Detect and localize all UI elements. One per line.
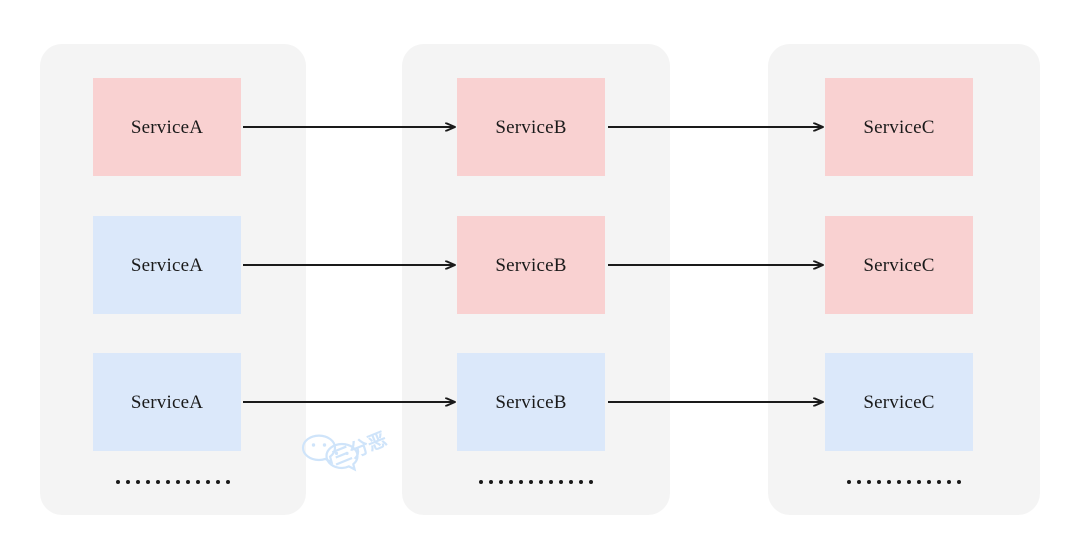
ellipsis-dot bbox=[136, 480, 140, 484]
ellipsis-dot bbox=[887, 480, 891, 484]
wechat-icon bbox=[301, 434, 359, 472]
ellipsis-dot bbox=[897, 480, 901, 484]
watermark-text: 三分恶 bbox=[329, 428, 390, 470]
service-node-b-1[interactable]: ServiceB bbox=[457, 216, 605, 314]
service-node-label: ServiceB bbox=[495, 254, 567, 276]
service-node-b-0[interactable]: ServiceB bbox=[457, 78, 605, 176]
service-node-label: ServiceA bbox=[130, 116, 204, 138]
service-node-label: ServiceB bbox=[495, 116, 567, 138]
ellipsis-dot bbox=[519, 480, 523, 484]
ellipsis-dot bbox=[186, 480, 190, 484]
service-node-c-1[interactable]: ServiceC bbox=[825, 216, 973, 314]
service-node-label: ServiceC bbox=[863, 116, 935, 138]
service-node-c-2[interactable]: ServiceC bbox=[825, 353, 973, 451]
ellipsis-group-a bbox=[40, 470, 306, 494]
ellipsis-dot bbox=[549, 480, 553, 484]
ellipsis-dot bbox=[579, 480, 583, 484]
service-node-a-0[interactable]: ServiceA bbox=[93, 78, 241, 176]
ellipsis-dot bbox=[957, 480, 961, 484]
ellipsis-dot bbox=[156, 480, 160, 484]
ellipsis-group-b bbox=[402, 470, 670, 494]
ellipsis-dot bbox=[559, 480, 563, 484]
ellipsis-dot bbox=[947, 480, 951, 484]
ellipsis-dot bbox=[529, 480, 533, 484]
ellipsis-dot bbox=[569, 480, 573, 484]
ellipsis-dot bbox=[857, 480, 861, 484]
ellipsis-dot bbox=[937, 480, 941, 484]
ellipsis-dot bbox=[917, 480, 921, 484]
ellipsis-dot bbox=[499, 480, 503, 484]
service-node-b-2[interactable]: ServiceB bbox=[457, 353, 605, 451]
service-node-label: ServiceA bbox=[130, 391, 204, 413]
ellipsis-dot bbox=[867, 480, 871, 484]
service-node-a-2[interactable]: ServiceA bbox=[93, 353, 241, 451]
ellipsis-dot bbox=[146, 480, 150, 484]
ellipsis-dot bbox=[176, 480, 180, 484]
ellipsis-dot bbox=[877, 480, 881, 484]
ellipsis-group-c bbox=[768, 470, 1040, 494]
ellipsis-dot bbox=[509, 480, 513, 484]
ellipsis-dot bbox=[206, 480, 210, 484]
ellipsis-dot bbox=[116, 480, 120, 484]
service-node-label: ServiceB bbox=[495, 391, 567, 413]
ellipsis-dot bbox=[126, 480, 130, 484]
service-node-c-0[interactable]: ServiceC bbox=[825, 78, 973, 176]
ellipsis-dot bbox=[196, 480, 200, 484]
service-node-label: ServiceC bbox=[863, 391, 935, 413]
ellipsis-dot bbox=[907, 480, 911, 484]
wechat-watermark: 三分恶 bbox=[301, 428, 390, 472]
ellipsis-dot bbox=[166, 480, 170, 484]
ellipsis-dot bbox=[489, 480, 493, 484]
ellipsis-dot bbox=[216, 480, 220, 484]
service-node-a-1[interactable]: ServiceA bbox=[93, 216, 241, 314]
ellipsis-dot bbox=[479, 480, 483, 484]
ellipsis-dot bbox=[927, 480, 931, 484]
service-node-label: ServiceC bbox=[863, 254, 935, 276]
service-node-label: ServiceA bbox=[130, 254, 204, 276]
ellipsis-dot bbox=[226, 480, 230, 484]
ellipsis-dot bbox=[847, 480, 851, 484]
ellipsis-dot bbox=[589, 480, 593, 484]
ellipsis-dot bbox=[539, 480, 543, 484]
